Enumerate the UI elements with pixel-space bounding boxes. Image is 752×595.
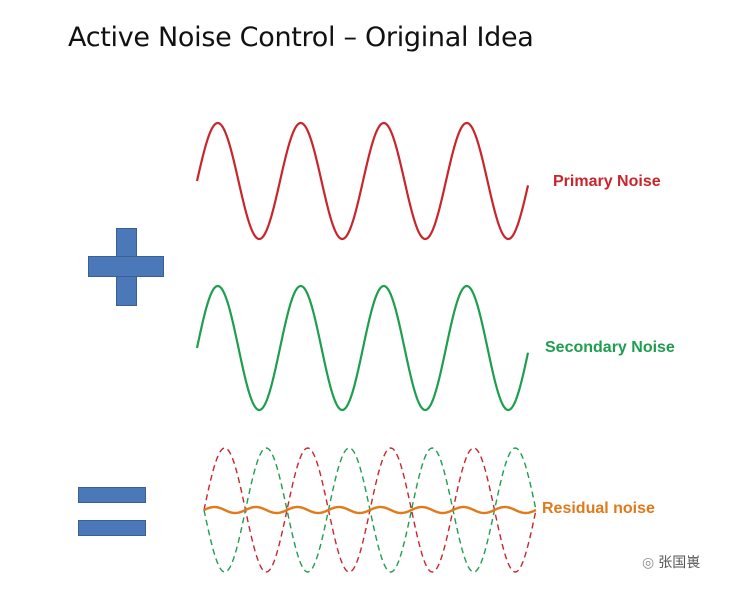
equals-sign-icon [78,487,146,537]
residual-noise-label: Residual noise [542,500,655,517]
residual-noise-wave [203,505,537,515]
primary-noise-label: Primary Noise [553,173,661,190]
watermark-text: 张国嵔 [658,554,701,570]
slide-title: Active Noise Control – Original Idea [68,22,534,53]
secondary-noise-wave [195,284,530,412]
primary-noise-wave [195,121,530,241]
plus-sign-icon [88,228,164,306]
secondary-noise-label: Secondary Noise [545,339,675,356]
wechat-icon: ◎ [642,554,655,570]
watermark: ◎张国嵔 [642,552,700,572]
